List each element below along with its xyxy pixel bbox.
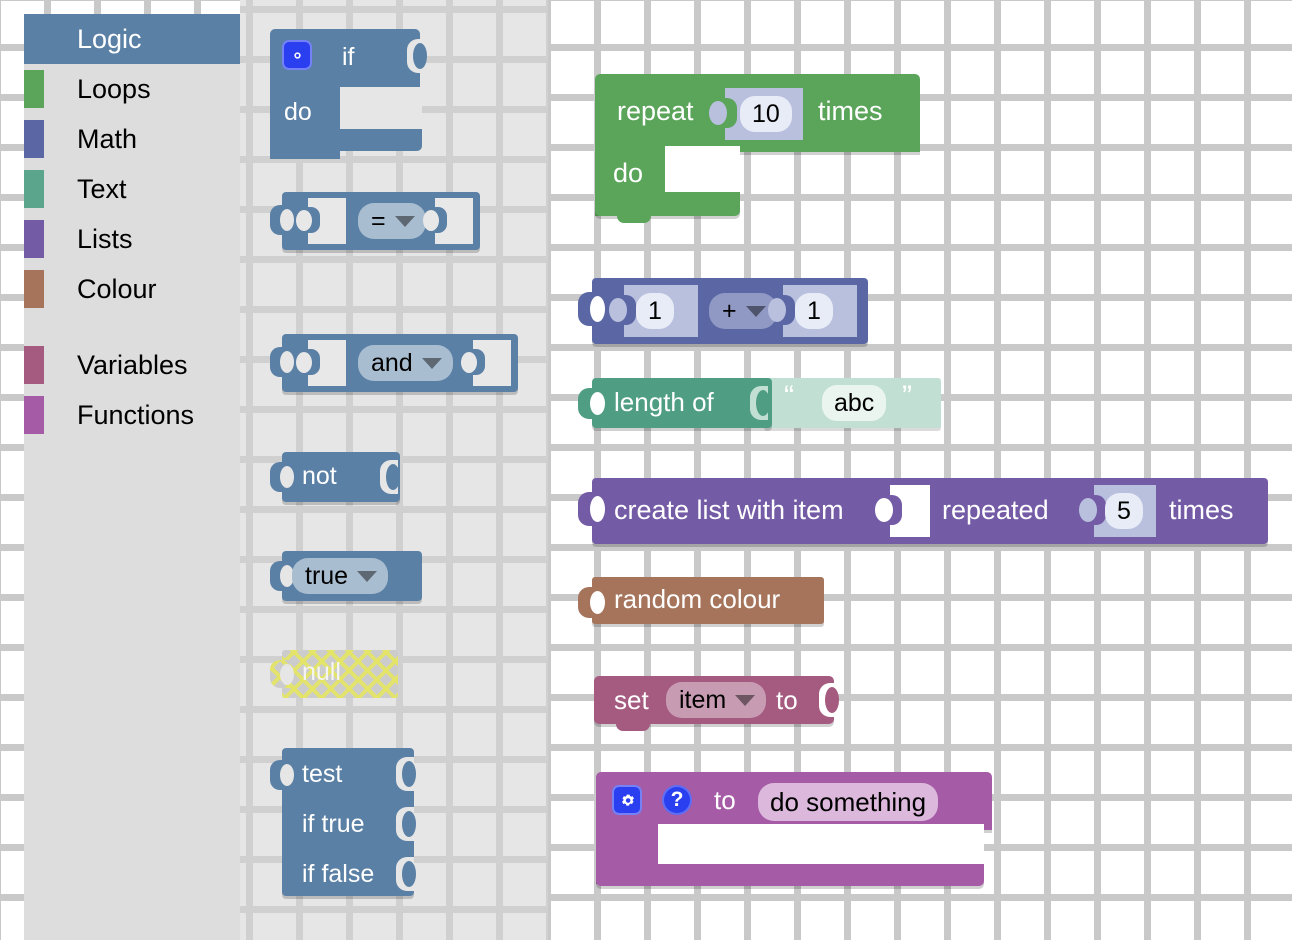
toolbox-category-variables[interactable]: Variables: [24, 340, 240, 390]
if-true-label: if true: [302, 810, 365, 838]
test-label: test: [302, 760, 343, 788]
toolbox[interactable]: Logic Loops Math Text Lists Colour Varia…: [24, 14, 240, 940]
boolean-dropdown[interactable]: true: [292, 558, 389, 594]
gear-icon[interactable]: [282, 40, 312, 70]
category-label: Text: [77, 174, 127, 204]
workspace-block-random-colour[interactable]: random colour: [578, 577, 828, 627]
random-colour-label: random colour: [614, 584, 781, 614]
toolbox-category-colour[interactable]: Colour: [24, 264, 240, 314]
toolbox-separator: [24, 314, 240, 340]
flyout-block-ternary[interactable]: test if true if false: [270, 748, 430, 898]
repeat-count-field[interactable]: 5: [1105, 493, 1143, 529]
category-colour-swatch: [24, 120, 44, 158]
times-label: times: [818, 96, 883, 126]
question-mark-icon[interactable]: ?: [662, 785, 692, 815]
right-operand-field[interactable]: 1: [795, 293, 833, 329]
workspace-block-function-define[interactable]: ? to do something: [596, 772, 996, 890]
category-colour-swatch: [24, 170, 44, 208]
if-false-label: if false: [302, 860, 375, 888]
category-colour-swatch: [24, 396, 44, 434]
to-label: to: [776, 685, 798, 715]
workspace-block-set-variable[interactable]: set item to: [594, 676, 854, 732]
category-label: Math: [77, 124, 138, 154]
workspace-block-repeat[interactable]: repeat 10 times do: [595, 74, 925, 224]
do-label: do: [284, 98, 312, 126]
workspace-block-create-list-repeated[interactable]: create list with item repeated 5 times: [578, 478, 1268, 548]
create-list-label: create list with item: [614, 495, 844, 525]
chevron-down-icon: [357, 570, 378, 582]
open-quote: “: [784, 380, 794, 413]
toolbox-category-text[interactable]: Text: [24, 164, 240, 214]
boolean-value: true: [305, 561, 349, 590]
category-colour-swatch: [24, 270, 44, 308]
flyout-block-null[interactable]: null: [270, 650, 398, 700]
category-label: Loops: [77, 74, 151, 104]
flyout-panel[interactable]: if do = and: [240, 0, 548, 940]
category-label: Logic: [77, 24, 142, 54]
flyout-block-compare[interactable]: =: [270, 192, 480, 254]
category-colour-swatch: [24, 70, 44, 108]
repeat-count-field[interactable]: 10: [740, 96, 792, 132]
to-label: to: [714, 785, 736, 815]
category-label: Lists: [77, 224, 133, 254]
category-label: Colour: [77, 274, 157, 304]
toolbox-category-math[interactable]: Math: [24, 114, 240, 164]
category-label: Variables: [77, 350, 188, 380]
category-colour-swatch: [24, 220, 44, 258]
toolbox-category-loops[interactable]: Loops: [24, 64, 240, 114]
if-label: if: [342, 43, 355, 71]
toolbox-category-functions[interactable]: Functions: [24, 390, 240, 440]
gear-icon[interactable]: [612, 785, 642, 815]
operator-label: =: [371, 206, 386, 235]
variable-name: item: [679, 685, 727, 714]
chevron-down-icon: [745, 305, 766, 317]
times-label: times: [1169, 495, 1234, 525]
category-colour-swatch: [24, 346, 44, 384]
null-label: null: [302, 658, 341, 686]
category-label: Functions: [77, 400, 195, 430]
operator-label: and: [371, 348, 413, 377]
workspace-block-text-length[interactable]: length of “ abc ”: [578, 378, 943, 432]
operator-dropdown[interactable]: =: [358, 203, 426, 239]
repeated-label: repeated: [942, 495, 1049, 525]
operator-label: +: [722, 296, 737, 325]
do-label: do: [613, 158, 644, 188]
chevron-down-icon: [394, 215, 415, 227]
flyout-block-if[interactable]: if do: [270, 29, 445, 159]
arithmetic-operator-dropdown[interactable]: +: [709, 293, 777, 329]
repeat-label: repeat: [617, 96, 694, 126]
set-label: set: [614, 685, 649, 715]
length-of-label: length of: [614, 387, 714, 417]
flyout-block-boolean[interactable]: true: [270, 551, 425, 603]
chevron-down-icon: [421, 357, 442, 369]
not-label: not: [302, 462, 337, 490]
close-quote: ”: [902, 380, 912, 413]
text-string-field[interactable]: abc: [822, 385, 887, 421]
workspace-block-arithmetic[interactable]: 1 + 1: [578, 278, 868, 348]
flyout-block-not[interactable]: not: [270, 452, 406, 504]
toolbox-category-logic[interactable]: Logic: [24, 14, 240, 64]
left-operand-field[interactable]: 1: [636, 293, 674, 329]
logic-operator-dropdown[interactable]: and: [358, 345, 453, 381]
toolbox-category-lists[interactable]: Lists: [24, 214, 240, 264]
chevron-down-icon: [735, 694, 756, 706]
variable-dropdown[interactable]: item: [666, 682, 767, 718]
function-name-field[interactable]: do something: [758, 783, 939, 821]
flyout-block-logic-operation[interactable]: and: [270, 334, 518, 396]
